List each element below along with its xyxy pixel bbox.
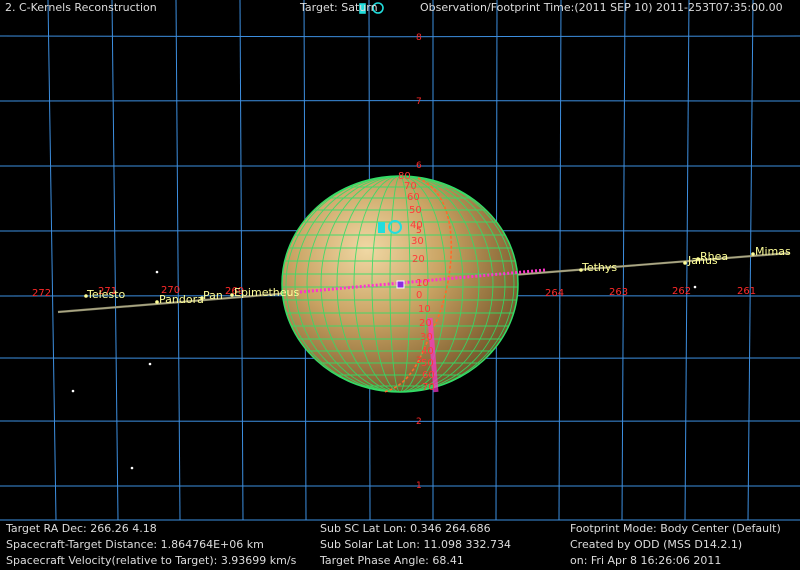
moon-label: Telesto [86,288,125,301]
latitude-label: 10 [418,304,431,315]
ra-tick-label: 264 [545,288,564,299]
created-on: on: Fri Apr 8 16:26:06 2011 [570,554,722,567]
latitude-label: 70 [422,382,435,393]
moon-marker [696,257,700,261]
dec-tick-label: 1 [416,481,422,491]
ra-tick-label: 263 [609,287,628,298]
moon-label: Pandora [159,293,204,306]
moon-label: Janus [687,254,718,267]
latitude-label: 70 [404,181,417,192]
latitude-label: 30 [411,236,424,247]
star [148,362,152,366]
dec-tick-label: 2 [416,417,422,427]
stars [71,270,697,470]
moon-marker [683,261,687,265]
sub-sc-lat-lon: Sub SC Lat Lon: 0.346 264.686 [320,522,491,535]
latitude-label: 20 [419,318,432,329]
star [693,285,697,289]
moon-marker [230,293,234,297]
latitude-label: 80 [398,171,411,182]
target-ra-dec: Target RA Dec: 266.26 4.18 [6,522,157,535]
latitude-label: 20 [412,254,425,265]
sub-spacecraft-marker [396,280,405,289]
terminator-line [383,177,453,393]
ra-tick-label: 261 [737,286,756,297]
latitude-label: 60 [407,192,420,203]
dec-tick-label: 8 [416,33,422,43]
moon-label: Pan [203,289,223,302]
moon-label: Mimas [755,245,791,258]
ra-tick-label: 272 [32,288,51,299]
ra-tick-label: 262 [672,286,691,297]
sub-solar-lat-lon: Sub Solar Lat Lon: 11.098 332.734 [320,538,511,551]
star [71,389,75,393]
ra-tick-labels: 272 271 270 269 264 263 262 261 [32,285,756,299]
dec-tick-label: 3 [416,356,422,366]
footprint-track [427,317,439,393]
observation-time: Observation/Footprint Time:(2011 SEP 10)… [420,1,783,14]
footer-right-panel: Footprint Mode: Body Center (Default) Cr… [570,521,781,569]
moon-label: Epimetheus [234,286,299,299]
footer-left-panel: Target RA Dec: 266.26 4.18 Spacecraft-Ta… [6,521,296,569]
latitude-label: 30 [420,332,433,343]
latitude-label: 10 [416,278,429,289]
target-phase-angle: Target Phase Angle: 68.41 [320,554,464,567]
latitude-label: 50 [421,358,434,369]
moon-marker [155,300,159,304]
latitude-label: 40 [410,220,423,231]
moon-label: Rhea [700,250,728,263]
moon-marker [84,294,88,298]
moon-marker [751,252,755,256]
star [155,270,159,274]
latitude-label: 40 [421,346,434,357]
moon-marker [200,296,204,300]
footprint-mode: Footprint Mode: Body Center (Default) [570,522,781,535]
latitude-label: 0 [416,290,422,301]
ra-tick-label: 269 [225,286,244,297]
created-by: Created by ODD (MSS D14.2.1) [570,538,743,551]
dec-tick-label: 5 [416,226,422,236]
dec-tick-label: 7 [416,97,422,107]
latitude-label: 50 [409,205,422,216]
dec-tick-labels: 8 7 6 5 3 2 1 [416,33,422,491]
sun-marker-icon [378,220,402,234]
target-icon [359,2,384,14]
star [130,466,134,470]
footer-middle-panel: Sub SC Lat Lon: 0.346 264.686 Sub Solar … [320,521,511,569]
moon-marker [579,268,583,272]
dec-tick-label: 6 [416,161,422,171]
footprint-track-ring [299,268,546,294]
moon-label: Tethys [581,261,617,274]
target-label: Target: Saturn [300,1,378,14]
ra-tick-label: 271 [98,286,117,297]
spacecraft-target-distance: Spacecraft-Target Distance: 1.864764E+06… [6,538,264,551]
spacecraft-velocity: Spacecraft Velocity(relative to Target):… [6,554,297,567]
latitude-label: 60 [422,370,435,381]
ra-tick-label: 270 [161,285,180,296]
window-title: 2. C-Kernels Reconstruction [5,1,157,14]
